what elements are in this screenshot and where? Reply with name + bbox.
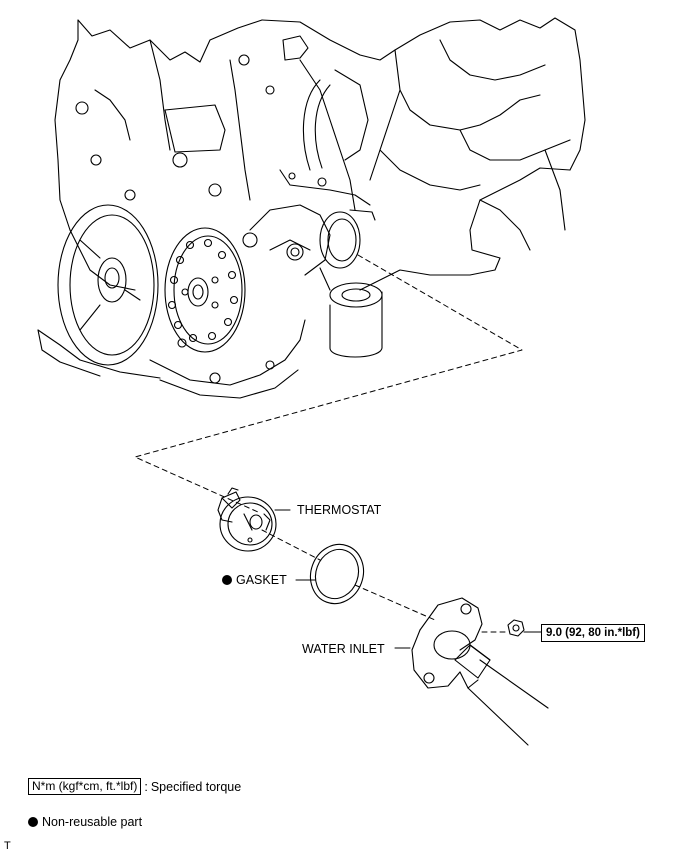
water-inlet-nut: [507, 619, 543, 637]
legend-torque: N*m (kgf*cm, ft.*lbf) : Specified torque: [28, 778, 241, 795]
corner-mark: T: [4, 840, 11, 852]
gasket: [295, 543, 365, 605]
thermostat: [217, 487, 291, 552]
legend-non-reusable-description: Non-reusable part: [42, 815, 143, 829]
legend-torque-units: N*m (kgf*cm, ft.*lbf): [28, 778, 142, 795]
non-reusable-icon: [222, 575, 232, 585]
legend-non-reusable: Non-reusable part: [28, 814, 142, 830]
legend-non-reusable-icon: [28, 817, 38, 827]
legend-torque-separator: :: [144, 779, 148, 794]
water-pump-pulley: [164, 227, 246, 353]
water-inlet-torque-value: 9.0 (92, 80 in.*lbf): [541, 624, 645, 642]
oil-filter: [329, 282, 383, 358]
water-inlet: [394, 597, 549, 746]
water-inlet-label: WATER INLET: [302, 642, 385, 656]
gasket-label: GASKET: [222, 573, 287, 587]
engine-block: [54, 17, 586, 291]
assembly-guide-lines: [134, 254, 523, 633]
oil-pan: [149, 204, 331, 399]
legend-torque-description: Specified torque: [150, 779, 242, 794]
crankshaft-pulley: [37, 204, 161, 379]
engine-water-outlet: [319, 209, 376, 291]
thermostat-label: THERMOSTAT: [297, 503, 382, 517]
gasket-label-text: GASKET: [236, 573, 287, 587]
